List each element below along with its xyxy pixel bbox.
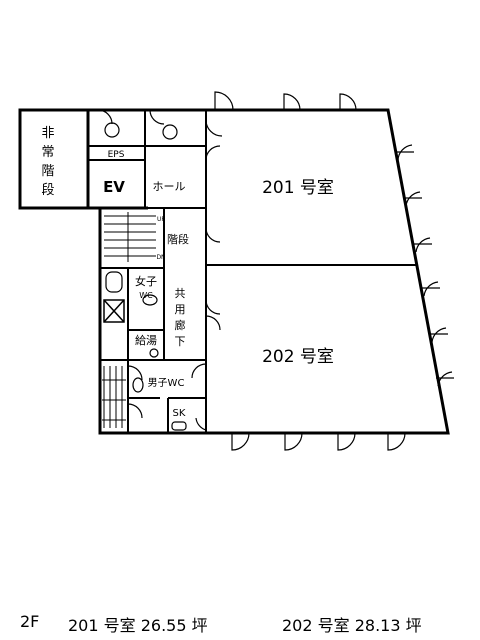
room-201-label: 201 号室 [262,178,334,198]
emergency-stairs-label-3: 階 [41,164,54,179]
sk-label: SK [173,408,186,419]
stairs-up-mark: UP [157,216,165,223]
fire-hydrant-2 [162,124,178,140]
stair-treads [104,212,156,262]
stairs-dn-mark: DN [156,254,165,261]
ev-label: EV [103,178,125,196]
lower-left-hatch [102,366,126,428]
fixtures [104,122,187,431]
floor-label: 2F [20,612,40,631]
corridor-label-1: 共 [175,287,186,300]
fire-hydrant-1 [104,122,120,138]
mens-wc-label: 男子WC [148,377,185,389]
urinal [132,377,144,393]
door-swings [97,91,454,451]
interior-walls [88,110,418,433]
room-202-label: 202 号室 [262,347,334,367]
eps-label: EPS [108,150,125,160]
floor-plan: 非 常 階 段 EPS EV ホール 階段 UP DN 女子 WC 共 用 廊 … [18,91,454,451]
room-201-area: 201 号室 26.55 坪 [68,616,208,635]
corridor-label-4: 下 [175,335,186,348]
emergency-stairs-label-1: 非 [41,126,54,141]
corridor-label-2: 用 [175,303,186,316]
hall-label: ホール [153,180,186,193]
wash-basin [142,294,158,306]
womens-wc-sub: WC [139,291,153,300]
toilet-women [105,271,123,293]
sink-sk [171,421,187,431]
corridor-label-3: 廊 [175,318,186,332]
emergency-stairs-label-4: 段 [41,183,54,198]
womens-wc-label: 女子 [135,274,157,288]
outer-walls [18,108,450,435]
shaft-box [103,299,125,323]
stairs-label: 階段 [167,232,189,246]
kitchenette-label: 給湯 [135,333,157,347]
emergency-stairs-label-2: 常 [41,145,54,160]
room-labels: 非 常 階 段 EPS EV ホール 階段 UP DN 女子 WC 共 用 廊 … [41,126,333,419]
water-heater [149,348,159,358]
room-202-area: 202 号室 28.13 坪 [282,616,422,635]
area-caption: 2F 201 号室 26.55 坪 202 号室 28.13 坪 [0,606,480,636]
